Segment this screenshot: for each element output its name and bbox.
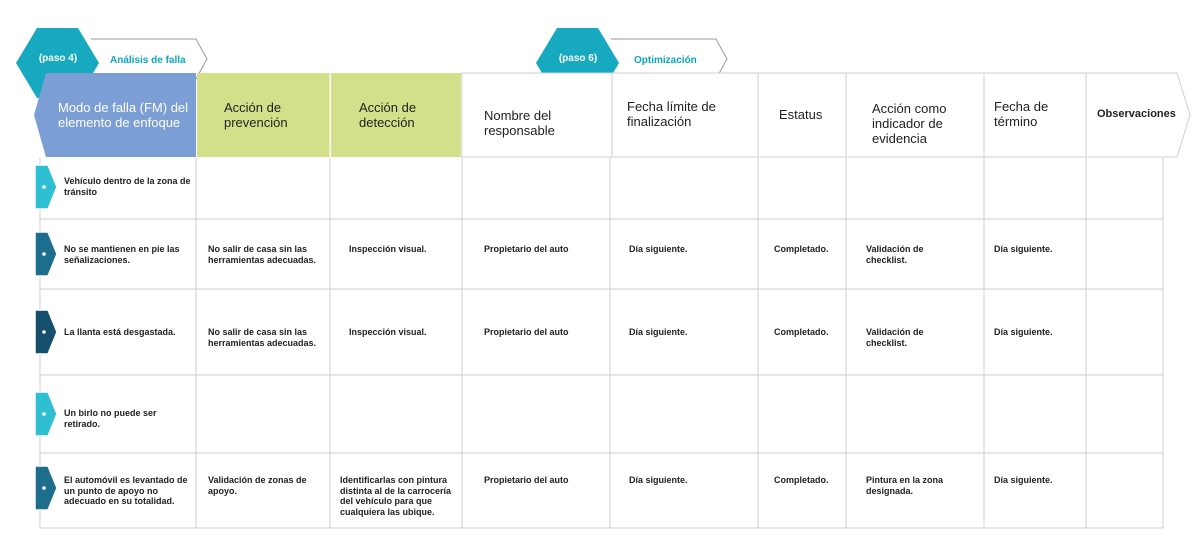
step-label: Análisis de falla (110, 55, 186, 66)
header-label: Observaciones (1097, 107, 1176, 120)
table-cell-prevention: No salir de casa sin las herramientas ad… (208, 327, 317, 348)
table-cell-prevention: No salir de casa sin las herramientas ad… (208, 244, 317, 265)
table-cell-deadline: Día siguiente. (629, 244, 688, 254)
header-label: Fecha límite de finalización (627, 99, 716, 129)
table-cell-detection: Inspección visual. (349, 244, 427, 254)
table-cell-detection: Inspección visual. (349, 327, 427, 337)
table-cell-responsible: Propietario del auto (484, 244, 569, 254)
header-label: Fecha de término (994, 99, 1049, 129)
table-cell-status: Completado. (774, 327, 829, 337)
table-cell-failure-mode: El automóvil es levantado de un punto de… (64, 475, 188, 506)
header-status: Estatus (779, 72, 849, 158)
row-marker-icon (34, 465, 58, 511)
table-cell-failure-mode: La llanta está desgastada. (64, 327, 176, 337)
table-cell-evidence: Validación de checklist. (866, 327, 924, 348)
table-cell-responsible: Propietario del auto (484, 327, 569, 337)
row-marker-icon (34, 231, 58, 277)
header-detection: Acción de detección (359, 72, 449, 158)
table-cell-end-date: Día siguiente. (994, 327, 1053, 337)
header-label: Estatus (779, 106, 823, 122)
table-cell-evidence: Pintura en la zona designada. (866, 475, 944, 496)
table-cell-deadline: Día siguiente. (629, 327, 688, 337)
header-label: Acción como indicador de evidencia (872, 100, 947, 146)
step-label: Optimización (634, 55, 697, 66)
table-cell-status: Completado. (774, 475, 829, 485)
table-cell-detection: Identificarlas con pintura distinta al d… (340, 475, 452, 517)
step-badge-text: (paso 4) (38, 53, 78, 64)
table-cell-prevention: Validación de zonas de apoyo. (208, 475, 307, 496)
table-cell-end-date: Día siguiente. (994, 244, 1053, 254)
header-deadline: Fecha límite de finalización (627, 72, 747, 158)
step-badge-text: (paso 6) (558, 53, 598, 64)
header-prevention: Acción de prevención (224, 72, 324, 158)
row-marker-icon (34, 164, 58, 210)
row-marker-icon (34, 391, 58, 437)
header-label: Nombre del responsable (484, 108, 555, 138)
table-cell-end-date: Día siguiente. (994, 475, 1053, 485)
header-failure-mode: Modo de falla (FM) del elemento de enfoq… (58, 72, 196, 158)
table-cell-failure-mode: Un birlo no puede ser retirado. (64, 408, 157, 429)
table-cell-failure-mode: Vehículo dentro de la zona de tránsito (64, 176, 191, 197)
header-label: Acción de detección (359, 100, 417, 130)
table-cell-status: Completado. (774, 244, 829, 254)
row-marker-icon (34, 309, 58, 355)
header-label: Acción de prevención (224, 100, 288, 130)
header-end-date: Fecha de término (994, 72, 1074, 158)
table-header: Modo de falla (FM) del elemento de enfoq… (0, 72, 1200, 158)
header-background (34, 72, 1191, 158)
header-evidence: Acción como indicador de evidencia (872, 72, 962, 158)
table-cell-responsible: Propietario del auto (484, 475, 569, 485)
table-cell-evidence: Validación de checklist. (866, 244, 924, 265)
header-observations: Observaciones (1097, 72, 1187, 158)
table-cell-failure-mode: No se mantienen en pie las señalizacione… (64, 244, 180, 265)
header-label: Modo de falla (FM) del elemento de enfoq… (58, 100, 189, 130)
header-responsible: Nombre del responsable (484, 72, 594, 158)
table-cell-deadline: Día siguiente. (629, 475, 688, 485)
